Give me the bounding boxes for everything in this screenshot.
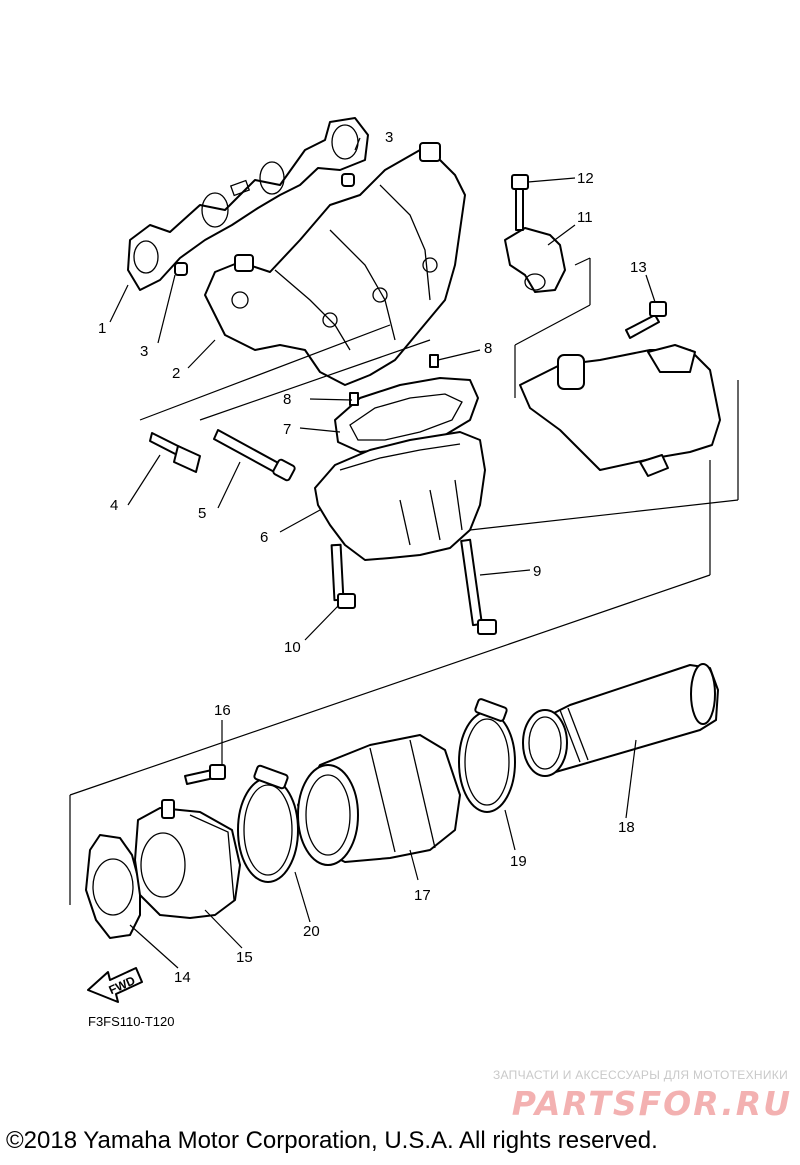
- callout-19: 19: [510, 853, 527, 870]
- part-5-bolt: [213, 429, 296, 482]
- callout-20: 20: [303, 923, 320, 940]
- callout-8-left: 8: [283, 391, 291, 408]
- callout-5: 5: [198, 505, 206, 522]
- fwd-label: FWD: [107, 973, 138, 997]
- callout-6: 6: [260, 529, 268, 546]
- copyright-notice: ©2018 Yamaha Motor Corporation, U.S.A. A…: [6, 1127, 658, 1154]
- callout-1: 1: [98, 320, 106, 337]
- callout-15: 15: [236, 949, 253, 966]
- part-14-gasket: [85, 834, 141, 939]
- part-8-pin-left: [349, 392, 359, 406]
- exhaust-pipe-water-jacket: [519, 344, 721, 477]
- part-16-bolt: [184, 764, 226, 785]
- part-19-hose-clamp: [458, 698, 516, 813]
- callout-7: 7: [283, 421, 291, 438]
- part-8-pin-right: [429, 354, 439, 368]
- part-18-pipe: [522, 663, 719, 777]
- part-20-hose-clamp: [237, 764, 299, 883]
- callout-12: 12: [577, 170, 594, 187]
- callout-16: 16: [214, 702, 231, 719]
- part-4-bolt: [149, 432, 201, 473]
- part-1-gasket: [127, 117, 369, 291]
- callout-11: 11: [577, 209, 593, 226]
- part-9-bolt: [460, 538, 497, 635]
- callout-17: 17: [414, 887, 431, 904]
- callout-10: 10: [284, 639, 301, 656]
- part-10-bolt: [330, 543, 356, 609]
- callout-14: 14: [174, 969, 191, 986]
- callout-2: 2: [172, 365, 180, 382]
- callout-3-lower: 3: [140, 343, 148, 360]
- part-17-hose: [297, 734, 461, 866]
- callout-8-right: 8: [484, 340, 492, 357]
- watermark-logo: PARTSFOR.RU: [511, 1084, 792, 1123]
- callout-13: 13: [630, 259, 647, 276]
- part-3-dowel-pin-upper: [341, 173, 355, 187]
- part-13-bolt: [625, 301, 667, 339]
- watermark-tagline: ЗАПЧАСТИ И АКСЕССУАРЫ ДЛЯ МОТОТЕХНИКИ: [492, 1068, 788, 1082]
- callout-4: 4: [110, 497, 118, 514]
- leader-lines: [69, 137, 739, 969]
- callout-18: 18: [618, 819, 635, 836]
- callout-3-upper: 3: [385, 129, 393, 146]
- diagram-code: F3FS110-T120: [88, 1014, 174, 1029]
- part-6-exhaust-manifold-lower: [314, 431, 486, 561]
- part-2-exhaust-manifold: [204, 142, 466, 386]
- part-12-bolt: [511, 174, 529, 231]
- part-3-dowel-pin-lower: [174, 262, 188, 276]
- callout-9: 9: [533, 563, 541, 580]
- part-15-joint: [134, 799, 241, 919]
- callout-numbers: 1 2 3 3 4 5 6 7 8 8 9 10 11 12 13 14 15 …: [98, 129, 647, 986]
- fwd-arrow-icon: FWD: [87, 967, 143, 1003]
- part-7-gasket: [334, 377, 479, 453]
- part-11-bracket: [504, 227, 566, 293]
